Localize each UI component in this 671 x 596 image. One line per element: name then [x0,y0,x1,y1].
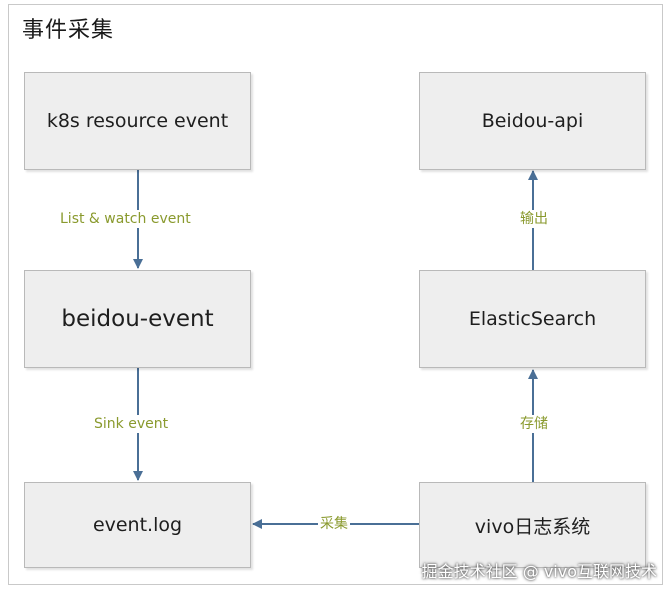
node-label: k8s resource event [46,110,229,132]
node-label: event.log [92,514,183,536]
node-vivo-log-system: vivo日志系统 [419,482,646,568]
node-label: beidou-event [61,306,214,332]
edge-label-collect: 采集 [318,515,350,533]
node-label: Beidou-api [481,110,584,132]
node-beidou-event: beidou-event [24,270,251,368]
node-elasticsearch: ElasticSearch [419,270,646,368]
edge-label-sink-event: Sink event [92,415,171,433]
diagram-title: 事件采集 [22,18,115,43]
node-beidou-api: Beidou-api [419,72,646,170]
node-k8s-resource-event: k8s resource event [24,72,251,170]
node-label: ElasticSearch [468,308,597,330]
edge-label-storage: 存储 [518,415,550,433]
edge-label-list-watch: List & watch event [58,210,193,228]
edge-label-output: 输出 [518,210,550,228]
node-label: vivo日志系统 [474,515,591,538]
node-event-log: event.log [24,482,251,568]
watermark: 掘金技术社区 @ vivo互联网技术 [421,562,657,581]
